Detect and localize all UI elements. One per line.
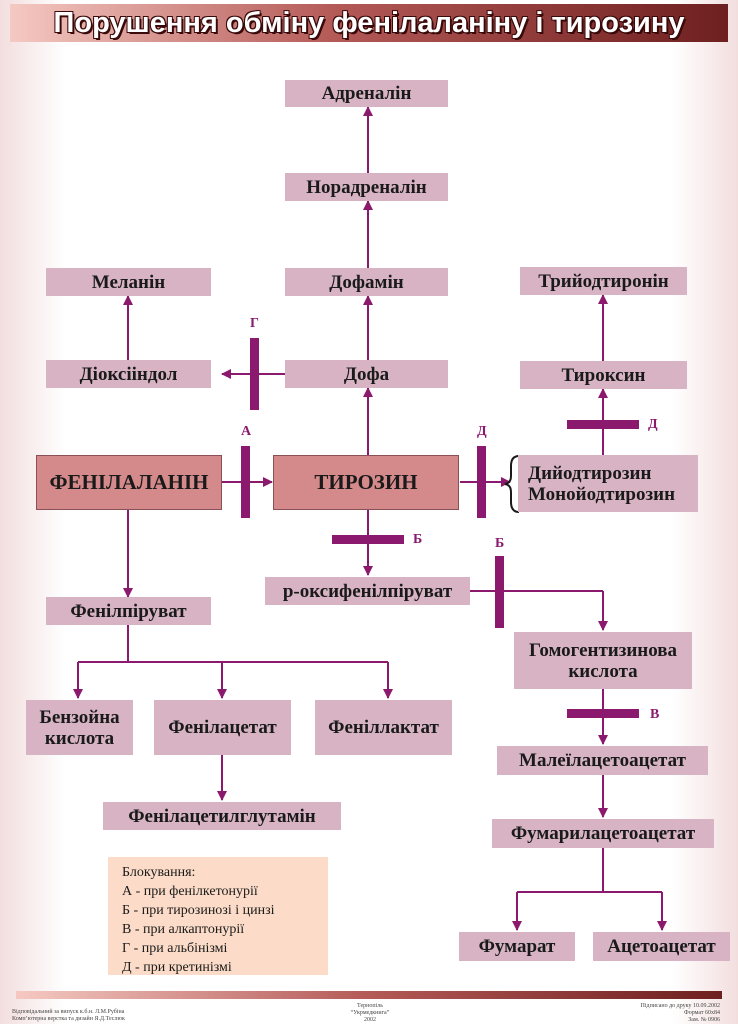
legend-item-V: В - при алкаптонурії	[122, 922, 245, 937]
node-gomo-line2: кислота	[568, 660, 638, 682]
node-noradrenalin: Норадреналін	[285, 173, 448, 201]
legend-item-A: А - при фенілкетонурії	[122, 884, 258, 899]
node-dofa: Дофа	[285, 360, 448, 388]
footer-right: Підписано до друку 10.09.2002 Формат 60х…	[610, 1003, 720, 1024]
footer-center: Тернопіль “Укрмедкнига” 2002	[340, 1003, 400, 1024]
node-fumarylatsetoatsetat: Фумарилацетоацетат	[492, 819, 714, 848]
block-label-B2: Б	[495, 536, 505, 551]
node-triiodtyronin: Трийодтиронін	[520, 267, 687, 295]
block-bar-B2	[495, 556, 504, 628]
block-label-V: В	[650, 707, 660, 722]
block-bar-D1	[477, 446, 486, 518]
node-benzoina-line2: кислота	[44, 727, 115, 749]
node-adrenalin: Адреналін	[285, 80, 448, 107]
node-tyroksyn: Тироксин	[520, 361, 687, 389]
node-oksyfenilpiruvat: р-оксифенілпіруват	[265, 577, 470, 605]
node-monoiodtyrozyn: Монойодтирозин	[528, 483, 676, 505]
node-fenilatsetylglutamin: Фенілацетилглутамін	[103, 802, 341, 830]
node-gomo-line1: Гомогентизинова	[528, 639, 678, 661]
footer-center-line1: Тернопіль	[357, 1003, 383, 1009]
node-iodotyrosines: Дийодтирозин Монойодтирозин	[518, 455, 698, 512]
node-maleilatsetoatsetat: Малеїлацетоацетат	[497, 746, 708, 775]
block-label-G: Г	[250, 316, 259, 331]
node-dioksiindol: Діоксііндол	[46, 360, 211, 388]
footer-center-line2: “Укрмедкнига”	[350, 1010, 390, 1016]
footer-right-line1: Підписано до друку 10.09.2002	[640, 1003, 720, 1009]
block-bar-V	[567, 709, 639, 718]
footer-right-line3: Зам. № 0906	[688, 1017, 720, 1023]
brace-iodo	[504, 455, 520, 513]
footer-right-line2: Формат 60х84	[683, 1010, 720, 1016]
node-fenilalanin: ФЕНІЛАЛАНІН	[36, 455, 222, 510]
block-bar-A	[241, 446, 250, 518]
node-atsetoatsetat: Ацетоацетат	[593, 932, 730, 961]
block-label-D2: Д	[648, 417, 658, 432]
node-melanin: Меланін	[46, 268, 211, 296]
node-benzoina-line1: Бензойна	[39, 706, 120, 728]
legend-box: Блокування: А - при фенілкетонурії Б - п…	[108, 857, 328, 975]
title-bar: Порушення обміну фенілаланіну і тирозину	[10, 4, 728, 42]
node-fenillaktat: Феніллактат	[315, 700, 452, 755]
block-bar-G	[250, 338, 259, 410]
node-benzoina: Бензойна кислота	[26, 700, 133, 755]
footer-center-line3: 2002	[364, 1017, 376, 1023]
footer-left-line2: Комп’ютерна верстка та дизайн Я.Д.Теслюк	[12, 1016, 125, 1022]
node-fenilpiruvat: Фенілпіруват	[46, 597, 211, 625]
node-tyrozyn: ТИРОЗИН	[273, 455, 459, 510]
block-label-B1: Б	[413, 532, 423, 547]
legend-item-B: Б - при тирозинозі і цинзі	[122, 903, 275, 918]
node-fumarat: Фумарат	[459, 932, 575, 961]
node-fenilatsetat: Фенілацетат	[154, 700, 291, 755]
footer-left: Відповідальний за випуск к.б.н. Л.М.Рубі…	[12, 1009, 125, 1023]
legend-item-D: Д - при кретинізмі	[122, 960, 232, 975]
footer-bar	[16, 991, 722, 999]
legend-title: Блокування:	[122, 865, 196, 880]
block-label-A: А	[241, 424, 252, 439]
block-bar-B1	[332, 535, 404, 544]
node-diiodtyrozyn: Дийодтирозин	[528, 462, 652, 484]
node-gomogentyzynova: Гомогентизинова кислота	[514, 632, 692, 689]
block-label-D1: Д	[477, 424, 487, 439]
node-dofamin: Дофамін	[285, 268, 448, 296]
legend-item-G: Г - при альбінізмі	[122, 941, 228, 956]
block-bar-D2	[567, 420, 639, 429]
footer-left-line1: Відповідальний за випуск к.б.н. Л.М.Рубі…	[12, 1009, 125, 1015]
page-title: Порушення обміну фенілаланіну і тирозину	[53, 6, 685, 39]
